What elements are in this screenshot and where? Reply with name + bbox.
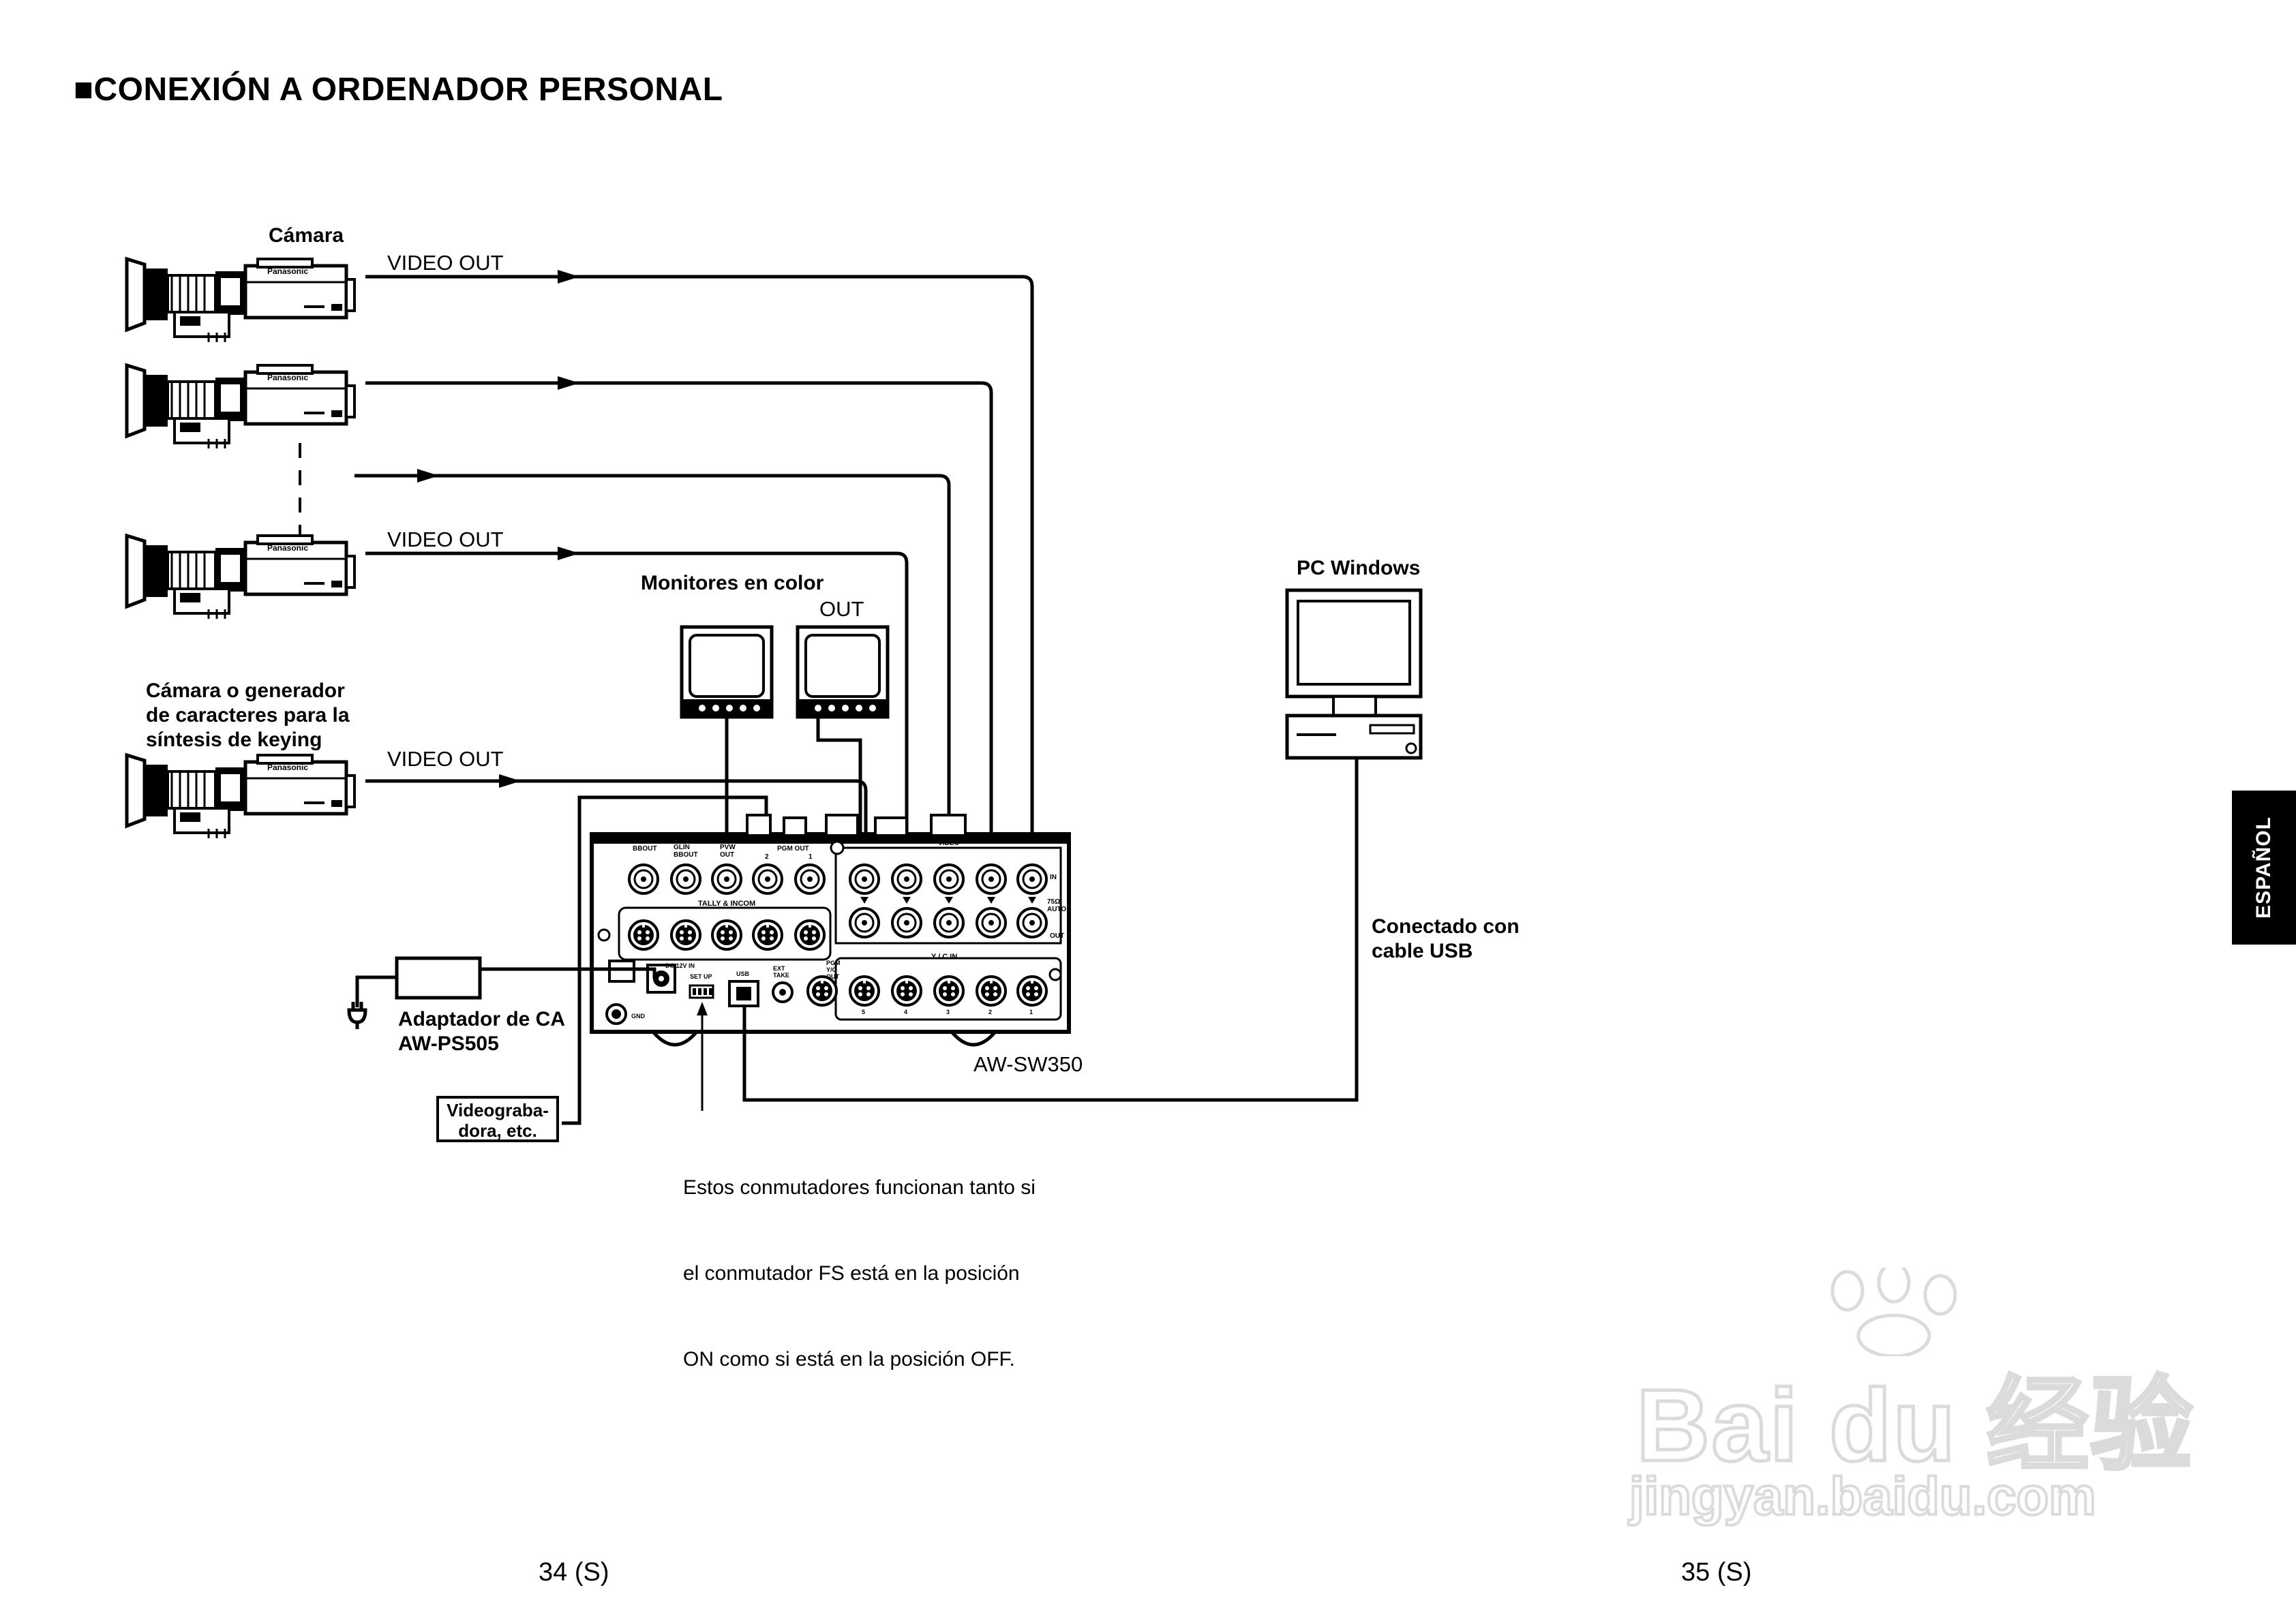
panel-label-pgm-2: 2 <box>765 853 769 861</box>
camera-1-brand: Panasonic <box>267 266 309 276</box>
panel-label-75ohm: 75Ω AUTO <box>1047 898 1067 913</box>
panel-label-pgm-1: 1 <box>809 853 813 861</box>
video-out-label-2: VIDEO OUT <box>387 527 504 551</box>
panel-label-dc-in: DC 12V IN <box>665 962 695 969</box>
video-cables <box>354 275 1034 856</box>
monitor-pvw <box>682 627 772 717</box>
keying-camera-brand: Panasonic <box>267 763 309 772</box>
pc-windows <box>1285 588 1423 760</box>
cable-arrows <box>417 270 579 788</box>
language-tab: ESPAÑOL <box>2232 791 2296 945</box>
monitor-out-label: OUT <box>819 597 864 621</box>
panel-label-pvw-out: PVW OUT <box>720 844 736 859</box>
panel-label-yc-in: Y / C IN <box>931 953 958 961</box>
ac-adapter <box>347 956 656 1029</box>
video-out-label-3: VIDEO OUT <box>387 747 504 771</box>
page-title: ■CONEXIÓN A ORDENADOR PERSONAL <box>74 72 723 108</box>
keying-camera <box>127 755 354 838</box>
panel-label-setup: SET UP <box>690 973 712 980</box>
yc-number-1: 1 <box>1029 1009 1033 1015</box>
adapter-label: Adaptador de CA AW-PS505 <box>398 1008 566 1055</box>
page-number-right: 35 (S) <box>1681 1558 1752 1587</box>
pc-label: PC Windows <box>1297 557 1421 579</box>
panel-label-ext-take: EXT TAKE <box>773 965 789 979</box>
usb-cable-label: Conectado con cable USB <box>1372 915 1520 962</box>
monitors-label: Monitores en color <box>641 572 824 594</box>
watermark: Bai du 经验 jingyan.baidu.com <box>1628 1268 2194 1527</box>
panel-label-glin: GLIN BBOUT <box>674 844 698 859</box>
camera-2-brand: Panasonic <box>267 373 309 382</box>
watermark-brand: Bai du 经验 <box>1634 1366 2194 1484</box>
yc-number-4: 4 <box>904 1009 908 1015</box>
page-number-left: 34 (S) <box>539 1558 609 1587</box>
camera-3-brand: Panasonic <box>267 543 309 553</box>
vcr-box: Videograba- dora, etc. <box>436 1096 559 1142</box>
camera-label: Cámara <box>269 224 344 247</box>
yc-number-5: 5 <box>862 1009 866 1015</box>
setup-switch-note: Estos conmutadores funcionan tanto si el… <box>683 1176 1036 1371</box>
video-out-label-1: VIDEO OUT <box>387 251 504 275</box>
panel-label-usb: USB <box>736 970 750 977</box>
camera-1 <box>127 259 354 342</box>
panel-label-video: VIDEO <box>938 840 960 847</box>
watermark-url: jingyan.baidu.com <box>1628 1465 2098 1527</box>
paw-icon <box>1830 1268 1957 1356</box>
yc-number-2: 2 <box>988 1009 993 1015</box>
panel-label-pgm-yc-out: PGM Y/C OUT <box>826 960 841 980</box>
panel-label-bbout: BBOUT <box>633 845 657 853</box>
panel-label-in: IN <box>1050 874 1057 881</box>
switcher-model-label: AW-SW350 <box>973 1052 1083 1076</box>
yc-number-3: 3 <box>946 1009 950 1015</box>
usb-cable <box>742 758 1359 1102</box>
camera-2 <box>127 365 354 448</box>
monitor-pgm <box>798 627 888 717</box>
camera-3 <box>127 536 354 619</box>
panel-label-pgm-out: PGM OUT <box>777 845 809 853</box>
panel-label-gnd: GND <box>631 1013 645 1020</box>
keying-camera-label: Cámara o generador de caracteres para la… <box>146 679 350 751</box>
panel-label-out: OUT <box>1050 932 1065 940</box>
panel-label-tally: TALLY & INCOM <box>698 900 756 908</box>
switcher-aw-sw350 <box>590 814 1071 1047</box>
setup-pointer <box>697 1002 708 1111</box>
